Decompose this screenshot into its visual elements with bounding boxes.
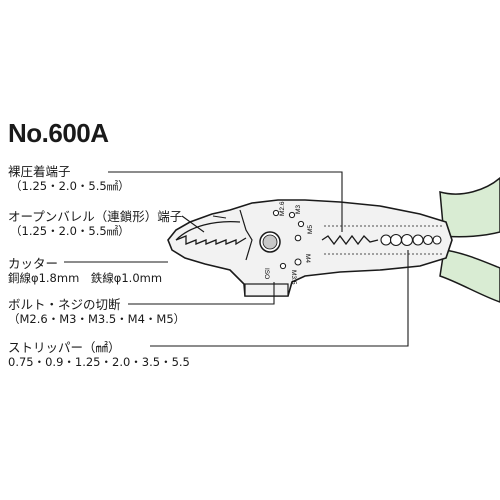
bolt-hole-icon bbox=[288, 211, 296, 219]
crimp-open-barrel-sizes: （1.25・2.0・5.5㎟） bbox=[10, 224, 130, 238]
leader-bolt-cutter bbox=[128, 282, 275, 305]
marking-m5: M5 bbox=[307, 225, 314, 234]
bolt-hole-icon bbox=[294, 234, 302, 242]
lower-jaw-block bbox=[244, 283, 289, 297]
cutter-spec: 銅線φ1.8mm 鉄線φ1.0mm bbox=[8, 271, 163, 285]
jaw-edge bbox=[239, 209, 253, 261]
stripper-holes bbox=[380, 233, 442, 247]
bolt-hole-icon bbox=[294, 258, 302, 266]
leader-crimp-insulated bbox=[108, 171, 343, 232]
leader-crimp-open-barrel bbox=[181, 215, 205, 233]
cutter-name: カッター bbox=[8, 256, 59, 271]
marking-m3: M3 bbox=[295, 205, 302, 214]
crimp-open-barrel-name: オープンバレル（連鎖形）端子 bbox=[8, 209, 183, 224]
crimp-die-teeth bbox=[175, 235, 247, 246]
lower-handle-grip bbox=[439, 249, 500, 303]
leader-lines bbox=[64, 171, 409, 347]
bolt-hole-icon bbox=[297, 220, 305, 228]
stripper-label: ストリッパー（㎟） 0.75・0.9・1.25・2.0・3.5・5.5 bbox=[8, 340, 190, 370]
marking-m3-5: M3.5 bbox=[290, 270, 297, 285]
bolt-cutter-label: ボルト・ネジの切断 （M2.6・M3・M3.5・M4・M5） bbox=[8, 297, 185, 327]
crimp-insulated-sizes: （1.25・2.0・5.5㎟） bbox=[10, 179, 130, 193]
bolt-hole-icon bbox=[279, 262, 287, 270]
tool-body bbox=[167, 199, 453, 297]
leader-stripper bbox=[150, 250, 409, 347]
upper-handle-grip bbox=[439, 177, 500, 238]
bolt-cutter-name: ボルト・ネジの切断 bbox=[8, 297, 121, 312]
pivot-bolt-inner bbox=[262, 234, 278, 250]
cutter-label: カッター 銅線φ1.8mm 鉄線φ1.0mm bbox=[8, 256, 162, 286]
marking-m2-6: M2.6 bbox=[279, 201, 286, 216]
crimp-open-barrel-label: オープンバレル（連鎖形）端子 （1.25・2.0・5.5㎟） bbox=[8, 209, 182, 239]
bolt-cutter-sizes: （M2.6・M3・M3.5・M4・M5） bbox=[8, 312, 186, 326]
marking-iso: ISO bbox=[263, 268, 270, 279]
model-title: No.600A bbox=[8, 118, 109, 148]
marking-m4: M4 bbox=[304, 254, 311, 263]
jaw-line bbox=[212, 215, 227, 219]
crimp-insulated-label: 裸圧着端子 （1.25・2.0・5.5㎟） bbox=[8, 164, 130, 194]
jaw-opening bbox=[175, 221, 241, 241]
stripper-sizes: 0.75・0.9・1.25・2.0・3.5・5.5 bbox=[8, 355, 190, 369]
bolt-hole-icon bbox=[272, 209, 280, 217]
stripper-name: ストリッパー（㎟） bbox=[8, 340, 121, 355]
crimp-zigzag bbox=[321, 234, 379, 246]
crimp-insulated-name: 裸圧着端子 bbox=[8, 164, 71, 179]
